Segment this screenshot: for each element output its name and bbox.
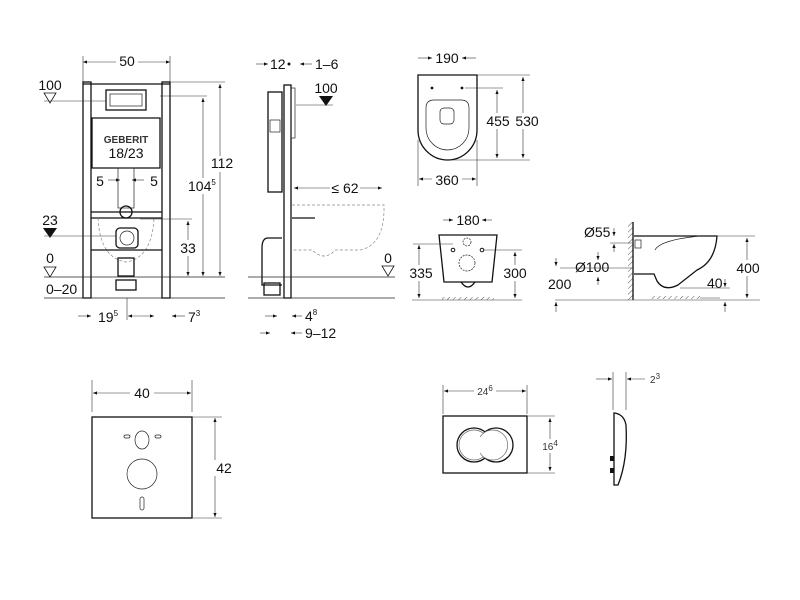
frame-side-view: 12 1–6 100 ≤ 62 0 48 9–12 [248,56,395,341]
dim-height-33: 33 [180,240,196,256]
geberit-logo: GEBERIT [104,135,148,146]
level-23-label: 23 [42,212,58,228]
bowl-side-view: Ø55 Ø100 200 400 40 [548,222,761,312]
dim-holes-depth: 455 [486,113,510,129]
side-level-100-label: 100 [314,80,338,96]
flush-plate-front: 246 164 [442,384,562,474]
dim-bowl-projection: ≤ 62 [331,180,358,196]
flush-plate-side: 23 [596,372,661,486]
side-level-0-label: 0 [384,250,392,266]
dim-pad-height: 42 [216,460,232,476]
bowl-front-view: 180 335 300 [408,212,528,301]
level-100-label: 100 [38,77,62,93]
dim-bottom-b: 9–12 [305,325,336,341]
dim-plate-width: 246 [477,384,493,398]
inlet-diameter-label: Ø55 [584,224,611,240]
dim-plate-depth: 23 [650,372,661,386]
dim-range-1-6: 1–6 [315,56,339,72]
dim-bottom-right: 73 [188,309,201,325]
dim-offset-right: 5 [150,173,158,189]
floor-range-label: 0–20 [46,281,77,297]
dim-height-right: 300 [503,265,527,281]
sound-insulation-pad: 40 42 [91,380,236,519]
dim-bolt-spacing: 180 [456,212,480,228]
dim-bottom-left: 195 [98,309,119,325]
dim-seat-holes: 190 [435,50,459,66]
outlet-height-label: 200 [548,276,572,292]
dim-offset-left: 5 [96,173,104,189]
dim-frame-width: 50 [119,53,135,69]
dim-height-left: 335 [409,265,433,281]
dim-bowl-length: 530 [515,113,539,129]
dim-total-height: 112 [211,155,234,171]
flush-volume-label: 18/23 [108,145,143,161]
bowl-top-view: 190 455 530 360 [417,50,540,188]
frame-front-view: 50 GEBERIT 18/23 5 5 100 23 0 [38,53,235,325]
dim-plate-height: 164 [542,439,558,453]
dim-bottom-a: 48 [305,308,318,324]
outlet-diameter-label: Ø100 [575,259,609,275]
dim-bowl-height: 400 [736,260,760,276]
dim-depth-12: 12 [270,56,286,72]
dim-flush-height: 1045 [188,178,216,194]
dim-bowl-width: 360 [435,172,459,188]
water-level-label: 40 [707,275,723,291]
level-0-label: 0 [46,250,54,266]
dim-pad-width: 40 [134,385,150,401]
